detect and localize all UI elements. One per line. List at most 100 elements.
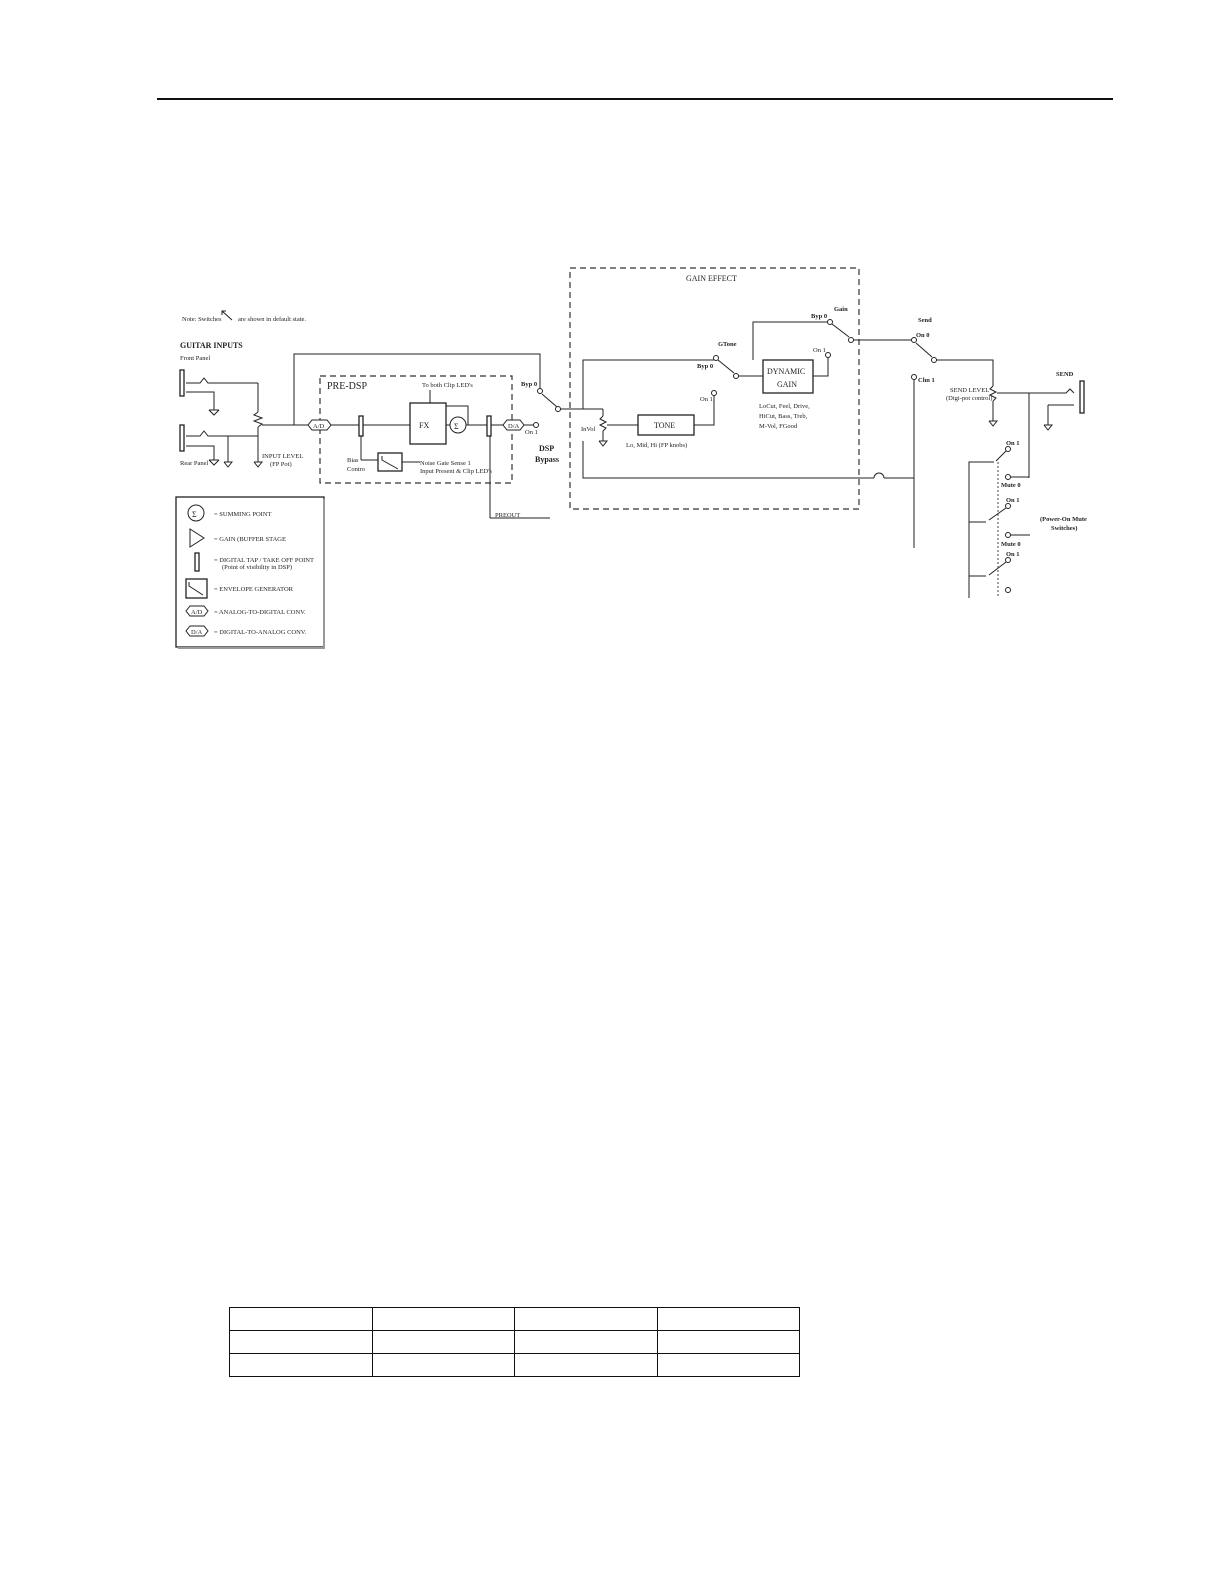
fx-label: FX [419,421,429,430]
legend-ad-text: = ANALOG-TO-DIGITAL CONV. [214,609,306,616]
gtone-label: GTone [718,341,737,348]
tap-point-2-icon [486,415,492,437]
svg-text:D/A: D/A [508,423,520,430]
table-cell [229,1353,373,1377]
da-converter-icon: D/A [502,419,525,431]
svg-text:Σ: Σ [192,510,197,519]
dynamic-label: DYNAMIC [767,367,805,376]
front-panel-label: Front Panel [180,355,210,362]
envelope-generator-icon [377,452,403,472]
legend-tap-icon [194,552,200,572]
svg-text:Mute 0: Mute 0 [1001,541,1021,548]
send-level-sub: (Digi-pot control) [946,395,992,402]
gain-switch-icon [831,323,850,338]
invol-pot-icon [598,415,608,432]
svg-text:A/D: A/D [191,609,203,616]
legend-box [175,496,325,648]
table-row [229,1353,800,1377]
legend-tap-text: = DIGITAL TAP / TAKE OFF POINT [214,557,314,564]
svg-text:Mute 0: Mute 0 [1001,482,1021,489]
svg-text:On 1: On 1 [1006,497,1020,504]
legend-da-icon: D/A [185,625,209,637]
tone-params-label: Lo, Mid, Hi (FP knobs) [626,442,687,449]
signal-flow-diagram: Note: Switches are shown in default stat… [175,267,1087,649]
table-cell [371,1353,515,1377]
send-switch-icon [915,342,933,358]
legend-gain-icon [189,528,205,548]
table-cell [656,1353,800,1377]
table-cell [656,1307,800,1331]
legend-ad-icon: A/D [185,605,209,617]
note-text: Note: Switches [182,316,222,323]
dsp-on1-label: On 1 [525,429,538,436]
tap-point-1-icon [358,415,364,437]
chn1-label: Chn 1 [918,377,935,384]
noise-gate-label: Noise Gate Sense 1 [420,460,471,467]
legend-envelope-text: = ENVELOPE GENERATOR [214,586,294,593]
empty-table [229,1307,800,1377]
gain-on1-label: On 1 [813,347,826,354]
bias-control-label-2: Contro [347,466,365,473]
send-on0-label: On 0 [916,332,930,339]
tone-label: TONE [654,421,675,430]
dyn-params-2: HiCut, Bass, Treb, [759,413,808,420]
gain-effect-title: GAIN EFFECT [686,274,737,283]
note-arrow-icon [221,310,233,321]
clip-leds-label: To both Clip LED's [422,382,473,389]
send-switch-label: Send [918,317,932,324]
send-level-label: SEND LEVEL [950,387,989,394]
guitar-inputs-title: GUITAR INPUTS [180,341,243,350]
bypass-label: Bypass [535,455,559,464]
fx-block [409,402,447,445]
note-text-2: are shown in default state. [238,316,306,323]
rear-panel-label: Rear Panel [180,460,209,467]
tone-block [637,414,695,436]
legend-tap-sub: (Point of visibility in DSP) [222,564,292,571]
svg-text:On 1: On 1 [1006,551,1020,558]
table-row [229,1307,800,1331]
gain-effect-block [569,267,860,510]
rear-jack-icon [179,424,258,466]
power-on-mute-label-2: Switches) [1051,525,1077,532]
legend-summing-text: = SUMMING POINT [214,511,272,518]
gain-switch-label: Gain [834,306,848,313]
header-rule [157,98,1113,100]
gain-byp0-label: Byp 0 [811,313,827,320]
legend-envelope-icon [185,578,208,599]
front-jack-icon [179,369,258,416]
legend-da-text: = DIGITAL-TO-ANALOG CONV. [214,629,307,636]
legend-summing-icon: Σ [187,504,205,522]
table-cell [656,1330,800,1354]
svg-text:Σ: Σ [454,422,459,431]
gtone-byp0-label: Byp 0 [697,363,713,370]
input-level-pot-icon [252,411,264,428]
svg-text:On 1: On 1 [1006,440,1020,447]
table-cell [371,1330,515,1354]
input-present-label: Input Present & Clip LED's [420,468,492,475]
dsp-label: DSP [539,444,554,453]
mute-switch-3-icon: On 1 [988,551,1020,593]
preout-label: PREOUT [495,512,520,519]
svg-text:A/D: A/D [313,423,325,430]
send-level-pot-icon [988,385,998,402]
pre-dsp-title: PRE-DSP [327,381,367,392]
legend-gain-text: = GAIN (BUFFER STAGE [214,536,286,543]
send-jack-icon: SEND [1043,371,1085,431]
table-cell [229,1330,373,1354]
table-cell [229,1307,373,1331]
gtone-switch-icon [717,359,735,374]
dsp-byp0-label: Byp 0 [521,381,537,388]
dyn-params-1: LoCut, Feel, Drive, [759,403,810,410]
power-on-mute-label: (Power-On Mute [1040,516,1087,523]
dynamic-gain-label: GAIN [777,380,797,389]
mute-switch-1-icon: On 1 Mute 0 [995,440,1021,489]
dsp-bypass-switch-icon [541,393,558,408]
dyn-params-3: M-Vol, FGood [759,423,798,430]
mute-switch-2-icon: On 1 Mute 0 [988,497,1021,548]
svg-text:D/A: D/A [191,629,203,636]
table-row [229,1330,800,1354]
input-level-label: INPUT LEVEL [262,453,303,460]
table-cell [371,1307,515,1331]
summing-point-icon: Σ [449,416,467,434]
table-cell [514,1353,658,1377]
